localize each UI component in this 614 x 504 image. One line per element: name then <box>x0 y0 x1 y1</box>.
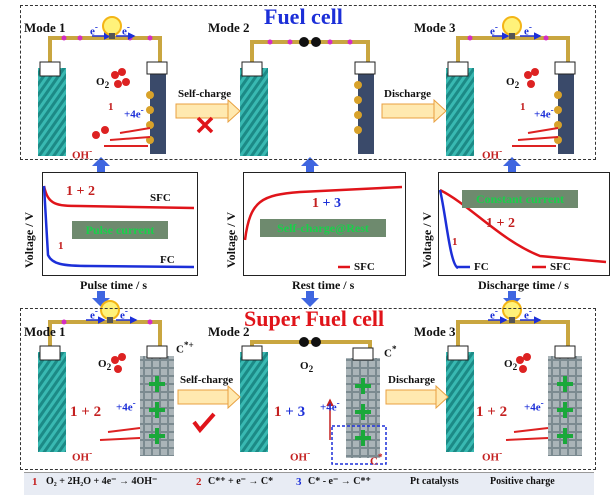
sfc-mode2-label: Mode 2 <box>208 324 250 339</box>
fc-mode2-cell <box>240 37 376 156</box>
legend-reaction1: O₂ + 2H₂O + 4e⁻ → 4OH⁻ <box>46 476 158 487</box>
chart1-step1: 1 <box>58 240 64 252</box>
sfc-mode3-label: Mode 3 <box>414 324 456 339</box>
chart2-steps: 1 + 3 <box>312 196 341 211</box>
legend-bar <box>24 472 594 495</box>
fc-mode1-label: Mode 1 <box>24 20 66 35</box>
chart2-xlabel: Rest time / s <box>292 278 355 292</box>
sfc-mode1-label: Mode 1 <box>24 324 66 339</box>
cstar-label: C* <box>384 344 397 360</box>
step1-marker: 1 <box>108 101 114 113</box>
cstar-label: C* <box>370 452 383 468</box>
o2-label: O2 <box>300 360 314 375</box>
chart1-condition-box: Pulse current <box>72 221 168 239</box>
sfc2-steps: 1 + 3 <box>274 404 306 420</box>
chart3-step1: 1 <box>452 236 458 248</box>
sfc1-steps: 1 + 2 <box>70 404 102 420</box>
legend-reaction2: C*⁺ + e⁻ → C* <box>208 476 274 487</box>
electron-label: e- <box>120 306 128 322</box>
chart-discharge <box>438 172 610 276</box>
plus4e-label: +4e- <box>320 398 340 414</box>
electron-label: e- <box>524 22 532 38</box>
plus4e-label: +4e- <box>124 105 144 121</box>
electron-label: e- <box>90 22 98 38</box>
legend-positive: Positive charge <box>490 476 555 487</box>
chart1-ylabel: Voltage / V <box>22 211 36 268</box>
legend-step2: 2 <box>196 476 202 488</box>
chart3-ylabel: Voltage / V <box>420 211 434 268</box>
fc-mode3-cell <box>446 16 576 156</box>
plus4e-label: +4e- <box>116 398 136 414</box>
oh-label: OH- <box>482 146 503 162</box>
super-fuel-cell-title: Super Fuel cell <box>244 306 385 331</box>
chart2-condition-box: Self-charge@Rest <box>260 219 386 237</box>
o2-label: O2 <box>98 358 112 373</box>
electron-label: e- <box>122 22 130 38</box>
fuel-cell-title: Fuel cell <box>264 4 343 29</box>
o2-label: O2 <box>506 76 520 91</box>
cstarplus-label: C*+ <box>176 340 194 356</box>
oh-label: OH- <box>482 448 503 464</box>
oh-label: OH- <box>72 448 93 464</box>
legend-step3: 3 <box>296 476 302 488</box>
electron-label: e- <box>524 306 532 322</box>
battery-icon <box>38 68 66 156</box>
chart3-steps: 1 + 2 <box>486 216 515 231</box>
chart3-sfc-label: SFC <box>550 261 571 273</box>
chart1-fc-label: FC <box>160 254 175 266</box>
fc-mode2-label: Mode 2 <box>208 20 250 35</box>
o2-label: O2 <box>96 76 110 91</box>
discharge-label: Discharge <box>388 374 436 386</box>
sfc-mode1-cell <box>38 300 174 456</box>
oh-label: OH- <box>72 146 93 162</box>
chart1-xlabel: Pulse time / s <box>80 278 147 292</box>
fc-mode3-label: Mode 3 <box>414 20 456 35</box>
fuel-cell-frame <box>20 5 596 160</box>
discharge-label: Discharge <box>384 88 432 100</box>
electron-label: e- <box>490 22 498 38</box>
o2-label: O2 <box>504 358 518 373</box>
plus4e-label: +4e- <box>534 105 554 121</box>
legend-pt: Pt catalysts <box>410 476 459 487</box>
self-charge-label: Self-charge <box>178 88 232 100</box>
cross-icon <box>196 116 214 134</box>
chart3-condition-box: Constant current <box>462 190 578 208</box>
electron-label: e- <box>90 306 98 322</box>
plus4e-label: +4e- <box>524 398 544 414</box>
electron-label: e- <box>490 306 498 322</box>
self-charge-label: Self-charge <box>180 374 234 386</box>
chart1-steps: 1 + 2 <box>66 184 95 199</box>
chart2-ylabel: Voltage / V <box>224 211 238 268</box>
legend-reaction3: C* - e⁻ → C*⁺ <box>308 476 371 487</box>
sfc-mode2-cell <box>240 337 387 465</box>
super-fuel-cell-frame <box>20 308 596 470</box>
chart2-sfc-label: SFC <box>354 261 375 273</box>
oh-label: OH- <box>290 448 311 464</box>
chart3-xlabel: Discharge time / s <box>478 278 569 292</box>
fc-mode1-cell <box>38 16 168 156</box>
check-icon <box>192 412 216 434</box>
sfc-mode3-cell <box>446 300 582 456</box>
step1-marker: 1 <box>520 101 526 113</box>
sfc3-steps: 1 + 2 <box>476 404 508 420</box>
chart1-sfc-label: SFC <box>150 192 171 204</box>
chart3-fc-label: FC <box>474 261 489 273</box>
legend-step1: 1 <box>32 476 38 488</box>
